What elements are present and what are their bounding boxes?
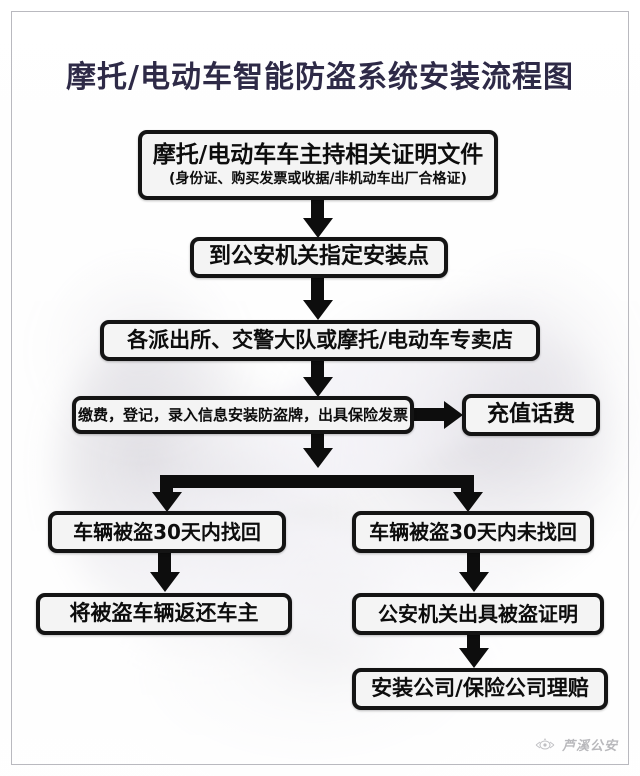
flow-node-label: 将被盗车辆返还车主	[69, 601, 259, 626]
connector-notfound-to-proof	[467, 553, 480, 575]
flow-node-label: 车辆被盗30天内找回	[73, 519, 261, 544]
watermark-text: 芦溪公安	[561, 739, 618, 754]
arrowhead-down-icon	[459, 572, 489, 592]
connector-places-to-pay	[311, 361, 324, 381]
flow-node-label: 摩托/电动车车主持相关证明文件	[152, 141, 484, 168]
connector-point-to-places	[311, 278, 324, 302]
arrowhead-down-icon	[303, 218, 333, 238]
flow-node-label: 各派出所、交警大队或摩托/电动车专卖店	[127, 327, 513, 352]
arrowhead-down-icon	[453, 492, 483, 512]
flow-node-sublabel: (身份证、购买发票或收据/非机动车出厂合格证)	[169, 171, 467, 188]
flow-node-police-theft-certificate: 公安机关出具被盗证明	[352, 593, 604, 635]
connector-split-bar	[160, 475, 474, 488]
flow-node-label: 公安机关出具被盗证明	[378, 601, 578, 626]
flow-node-recovered-within-30-days: 车辆被盗30天内找回	[48, 511, 286, 553]
flow-node-company-insurance-claim: 安装公司/保险公司理赔	[352, 668, 608, 710]
arrowhead-down-icon	[303, 300, 333, 320]
flow-node-return-vehicle-to-owner: 将被盗车辆返还车主	[36, 593, 292, 635]
flow-node-label: 缴费，登记，录入信息安装防盗牌，出具保险发票	[77, 405, 408, 424]
flow-node-label: 安装公司/保险公司理赔	[371, 676, 589, 701]
arrowhead-down-icon	[152, 492, 182, 512]
arrowhead-right-icon	[444, 401, 463, 429]
flow-node-owner-documents: 摩托/电动车车主持相关证明文件 (身份证、购买发票或收据/非机动车出厂合格证)	[138, 130, 498, 200]
flow-node-label: 车辆被盗30天内未找回	[369, 519, 577, 544]
flow-node-designated-install-point: 到公安机关指定安装点	[190, 237, 448, 278]
arrowhead-down-icon	[303, 448, 333, 468]
arrowhead-down-icon	[459, 648, 489, 668]
watermark: 芦溪公安	[534, 735, 618, 754]
flow-node-label: 充值话费	[486, 401, 575, 427]
flow-node-pay-register-install: 缴费，登记，录入信息安装防盗牌，出具保险发票	[72, 396, 414, 434]
connector-found-to-return	[158, 553, 171, 575]
arrowhead-down-icon	[150, 572, 180, 592]
police-badge-icon	[535, 737, 555, 749]
flow-node-install-locations: 各派出所、交警大队或摩托/电动车专卖店	[100, 320, 540, 361]
flow-node-not-recovered-within-30-days: 车辆被盗30天内未找回	[352, 511, 594, 553]
page-title: 摩托/电动车智能防盗系统安装流程图	[66, 60, 574, 95]
flow-node-recharge-phone-fee: 充值话费	[462, 394, 600, 436]
flow-node-label: 到公安机关指定安装点	[208, 244, 429, 270]
connector-pay-to-recharge	[414, 408, 450, 421]
arrowhead-down-icon	[303, 377, 333, 397]
